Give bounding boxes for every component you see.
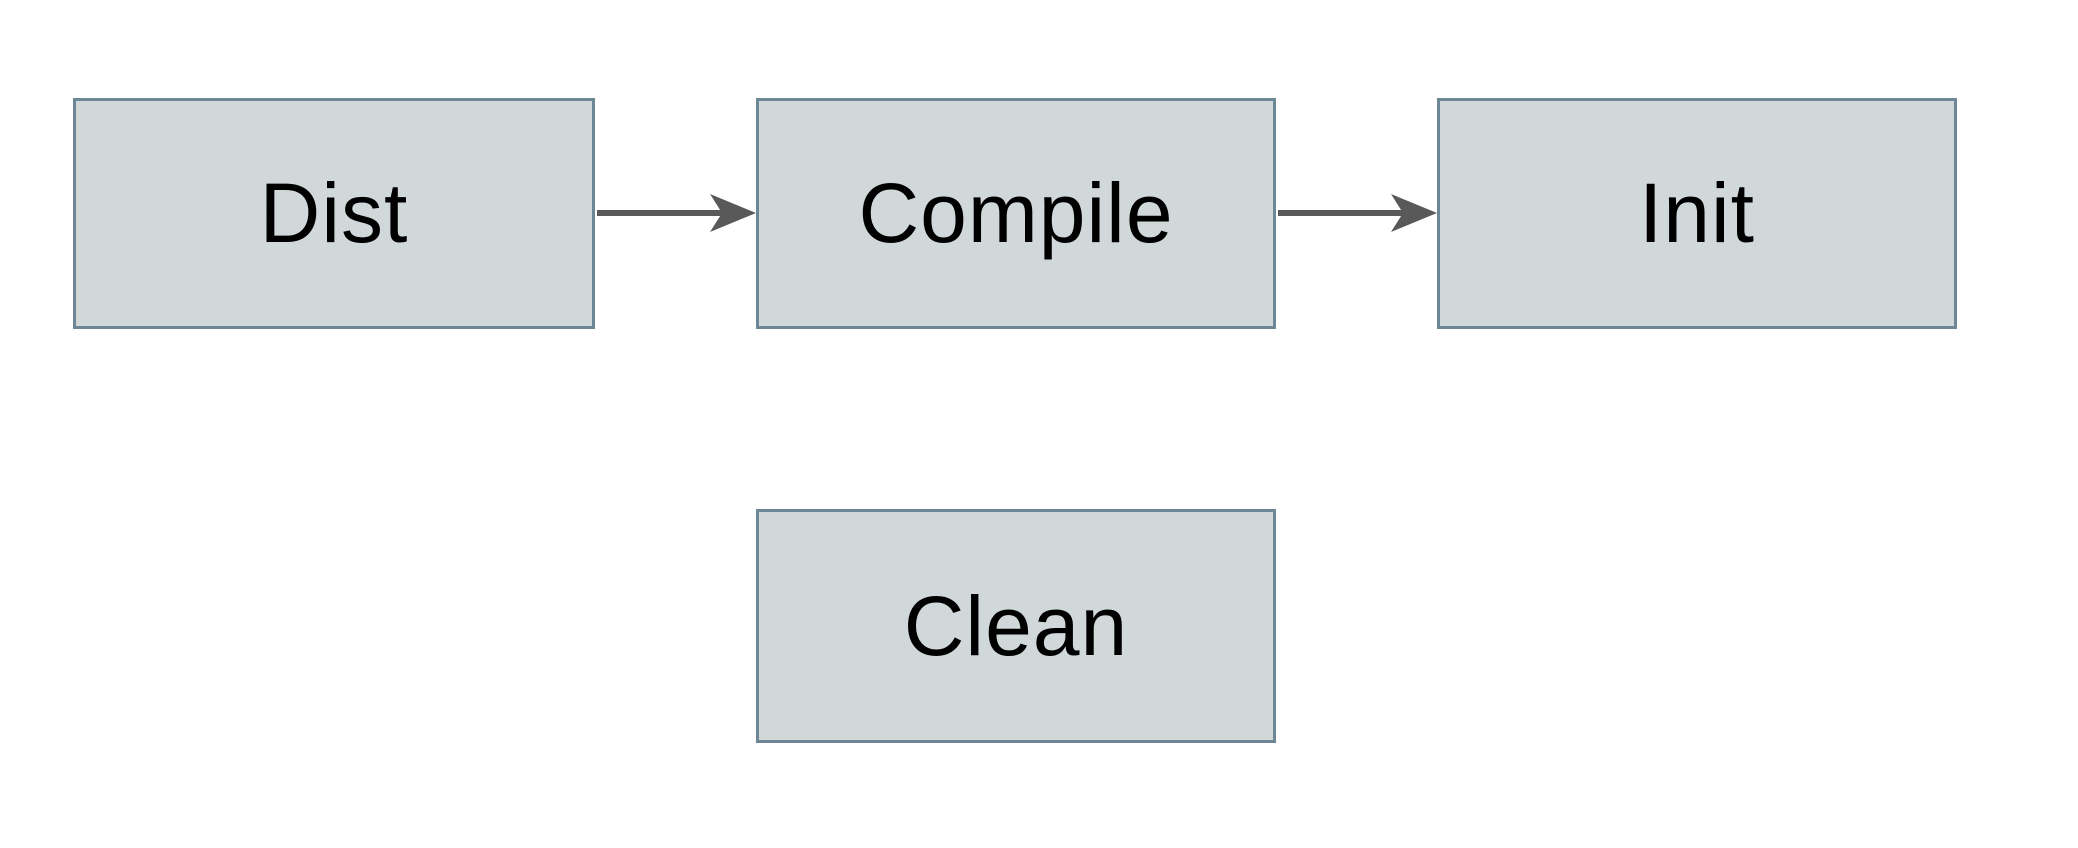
node-compile[interactable]: Compile	[756, 98, 1276, 329]
arrowhead-icon	[710, 194, 756, 232]
node-dist-label: Dist	[259, 166, 409, 260]
arrowhead-icon	[1391, 194, 1437, 232]
node-init-label: Init	[1638, 166, 1756, 260]
node-dist[interactable]: Dist	[73, 98, 595, 329]
node-compile-label: Compile	[858, 166, 1174, 260]
edge-compile-to-init[interactable]	[1278, 194, 1437, 232]
node-init[interactable]: Init	[1437, 98, 1957, 329]
node-clean[interactable]: Clean	[756, 509, 1276, 743]
edge-dist-to-compile[interactable]	[597, 194, 756, 232]
node-clean-label: Clean	[903, 578, 1129, 673]
